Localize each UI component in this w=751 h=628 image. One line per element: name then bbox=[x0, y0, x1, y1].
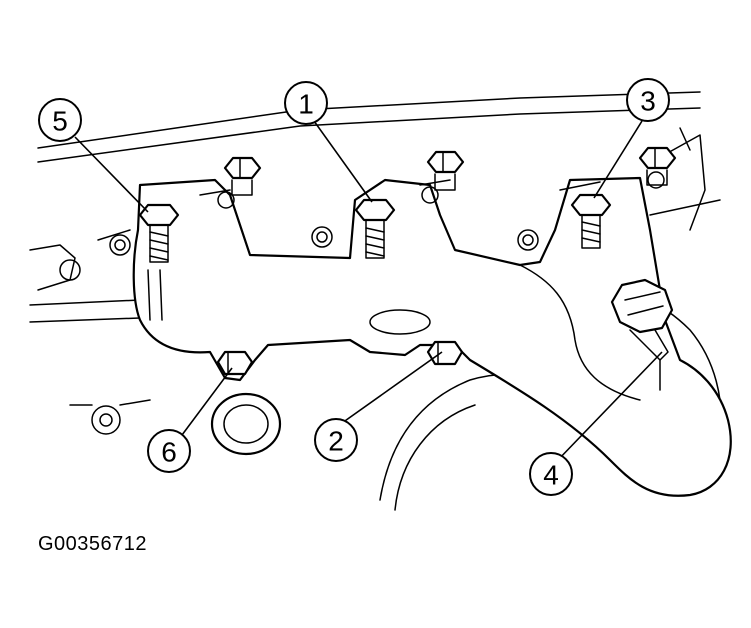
stud-center bbox=[426, 150, 465, 191]
callout-6: 6 bbox=[147, 429, 191, 473]
stud-right bbox=[638, 146, 677, 186]
svg-text:4: 4 bbox=[543, 460, 559, 491]
svg-text:5: 5 bbox=[52, 106, 68, 137]
dowel-holes bbox=[109, 171, 665, 256]
svg-text:3: 3 bbox=[640, 86, 656, 117]
bolt-5 bbox=[138, 203, 180, 263]
svg-text:2: 2 bbox=[328, 426, 344, 457]
bolt-1 bbox=[354, 198, 396, 259]
callout-3: 3 bbox=[626, 78, 670, 122]
callout-5: 5 bbox=[38, 98, 82, 142]
svg-text:6: 6 bbox=[161, 437, 177, 468]
bolt-6 bbox=[216, 350, 254, 376]
bolt-3 bbox=[570, 193, 612, 249]
svg-text:1: 1 bbox=[298, 89, 314, 120]
manifold-bolts bbox=[138, 193, 674, 376]
figure-code: G00356712 bbox=[38, 533, 148, 555]
cylinder-head-outline bbox=[29, 91, 721, 323]
callout-4: 4 bbox=[529, 452, 573, 496]
upper-studs bbox=[223, 146, 677, 196]
leader-lines bbox=[74, 120, 663, 463]
bolt-2 bbox=[426, 340, 464, 366]
callout-1: 1 bbox=[284, 81, 328, 125]
callout-2: 2 bbox=[314, 418, 358, 462]
exhaust-manifold bbox=[132, 176, 732, 497]
stud-left bbox=[223, 156, 262, 196]
bolt-4 bbox=[610, 278, 674, 361]
